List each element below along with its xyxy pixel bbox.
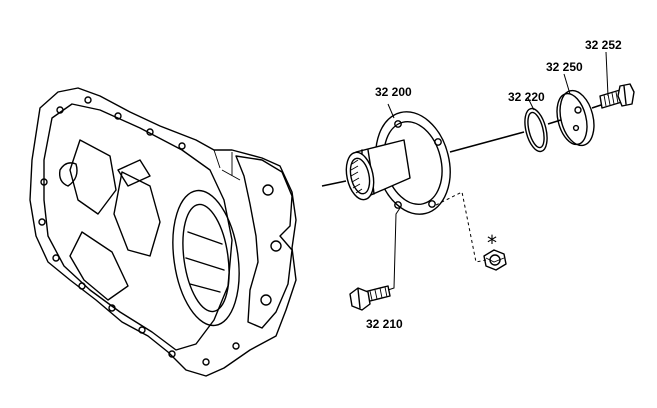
coupling-flange <box>345 111 451 215</box>
leader-lines <box>387 51 609 291</box>
label-coupling-flange: 32 200 <box>375 85 412 99</box>
o-ring <box>524 107 548 153</box>
disc <box>556 89 595 147</box>
hex-nut <box>483 249 507 271</box>
label-hex-screw: 32 252 <box>585 38 622 52</box>
hex-screw <box>599 83 635 109</box>
label-disc: 32 250 <box>546 60 583 74</box>
label-o-ring: 32 220 <box>508 90 545 104</box>
hex-screw-long <box>349 285 391 311</box>
label-asterisk: * <box>487 231 497 255</box>
gearbox-housing <box>29 87 297 377</box>
label-hex-screw-long: 32 210 <box>366 317 403 331</box>
